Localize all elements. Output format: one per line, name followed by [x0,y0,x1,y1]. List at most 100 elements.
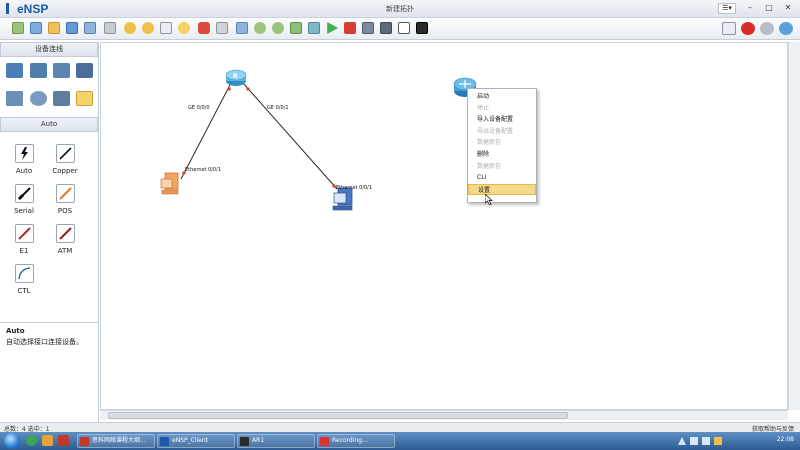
stop-icon[interactable] [344,22,356,34]
close-icon[interactable]: ✕ [784,3,792,12]
menu-button[interactable]: ☰▾ [718,3,736,14]
cable-auto[interactable]: Auto [10,144,38,175]
link-label: Ethernet 0/0/1 [185,167,222,173]
start-icon[interactable] [327,22,338,34]
document-icon [80,437,89,446]
pc-icon [160,172,179,195]
maximize-icon[interactable]: □ [765,3,773,12]
display-icon[interactable] [416,22,428,34]
description-text: 自动选择接口连接设备。 [6,338,83,346]
cloud-category-icon[interactable] [30,91,47,106]
redo-icon[interactable] [142,22,154,34]
menu-item-delete[interactable]: 删除 [477,150,490,158]
menu-item-capture: 数据抓包 [477,139,502,147]
task-document[interactable]: 思科网络课程大纲... [77,434,155,448]
undo-icon[interactable] [124,22,136,34]
save-as-icon[interactable] [84,22,96,34]
huawei-logo-icon[interactable] [741,22,755,35]
topology-canvas[interactable]: R GE 0/0/0 GE 0/0/1 Ethernet 0/0/1 Ether… [100,42,788,410]
mouse-cursor-icon [485,194,493,205]
description-title: Auto [6,327,25,335]
cli-icon[interactable] [380,22,392,34]
cable-atm[interactable]: ATM [51,224,79,255]
ensp-icon [160,437,169,446]
hand-icon[interactable] [178,22,190,34]
tray-arrow-icon[interactable] [678,437,686,445]
menu-item-capture-data: 数据抓包 [477,162,502,170]
fit-icon[interactable] [290,22,302,34]
horizontal-scrollbar[interactable] [100,410,788,420]
zoom-out-icon[interactable] [272,22,284,34]
flag-icon[interactable] [714,437,722,445]
clock[interactable]: 22:08 [776,436,794,443]
pc-right[interactable] [330,186,356,212]
menu-item-cli[interactable]: CLI [477,174,487,182]
task-ensp-client[interactable]: eNSP_Client [157,434,235,448]
cable-category-icon[interactable] [76,91,93,106]
context-menu: 启动 停止 导入设备配置 导出设备配置 数据抓包 删除 数据抓包 CLI 设置 [467,88,537,203]
text-icon[interactable] [236,22,248,34]
router-category-icon[interactable] [6,63,23,78]
help-icon[interactable] [779,22,793,35]
volume-icon[interactable] [702,437,710,445]
task-ar1[interactable]: AR1 [237,434,315,448]
app-logo: eNSP [6,2,48,16]
menu-item-start[interactable]: 启动 [477,93,490,100]
description-box: Auto 自动选择接口连接设备。 [0,322,98,422]
save-icon[interactable] [66,22,78,34]
cable-ctl[interactable]: CTL [10,264,38,295]
wireless-category-icon[interactable] [53,63,70,78]
menu-item-stop: 停止 [477,104,490,112]
start-button[interactable] [4,433,20,449]
firewall-category-icon[interactable] [76,63,93,78]
status-counts: 总数：4 选中：1 [4,426,50,433]
cable-serial[interactable]: Serial [10,184,38,215]
link-label: GE 0/0/1 [267,105,289,111]
minimize-icon[interactable]: – [748,3,752,12]
menu-item-import-config[interactable]: 导入设备配置 [477,116,514,124]
browser-icon[interactable] [26,435,37,446]
media-player-icon[interactable] [42,435,53,446]
office-icon[interactable] [58,435,69,446]
topology-links [180,82,338,190]
pos-cable-icon [55,184,75,203]
capture-icon[interactable] [362,22,374,34]
task-recording[interactable]: Recording... [317,434,395,448]
print-icon[interactable] [104,22,116,34]
panel-icon[interactable] [398,22,410,34]
toolbar [0,18,800,40]
device-category-grid [0,57,98,117]
open-icon[interactable] [48,22,60,34]
menu-item-settings[interactable]: 设置 [468,183,536,196]
router-ar1[interactable]: R [225,69,247,87]
cable-grid: Auto Copper Serial POS E1 ATM CTL [0,132,98,332]
vertical-scrollbar[interactable] [788,42,800,410]
switch-category-icon[interactable] [30,63,47,78]
select-icon[interactable] [160,22,172,34]
zoom-in-icon[interactable] [254,22,266,34]
taskbar: 思科网络课程大纲... eNSP_Client AR1 Recording...… [0,432,800,450]
chat-icon[interactable] [722,22,736,35]
new-file-icon[interactable] [30,22,42,34]
delete-icon[interactable] [198,22,210,34]
cable-pos[interactable]: POS [51,184,79,215]
terminal-icon [240,437,249,446]
copper-cable-icon [55,144,75,163]
serial-cable-icon [14,184,34,203]
settings-icon[interactable] [760,22,774,35]
router-icon [225,69,247,86]
cable-copper[interactable]: Copper [51,144,79,175]
network-icon[interactable] [690,437,698,445]
help-feedback-link[interactable]: 获取帮助与反馈 [751,426,794,433]
cable-e1[interactable]: E1 [10,224,38,255]
horizontal-scroll-thumb[interactable] [108,412,568,419]
other-category-icon[interactable] [53,91,70,106]
router-label: R [233,73,238,80]
pc-category-icon[interactable] [6,91,23,106]
pc-left[interactable] [159,171,181,197]
new-topology-icon[interactable] [12,22,24,34]
delete-all-icon[interactable] [216,22,228,34]
grid-icon[interactable] [308,22,320,34]
title-bar: eNSP 新建拓扑 ☰▾ – □ ✕ [0,0,800,18]
left-panel: 设备连线 Auto Auto Copper Serial POS E1 [0,42,99,422]
